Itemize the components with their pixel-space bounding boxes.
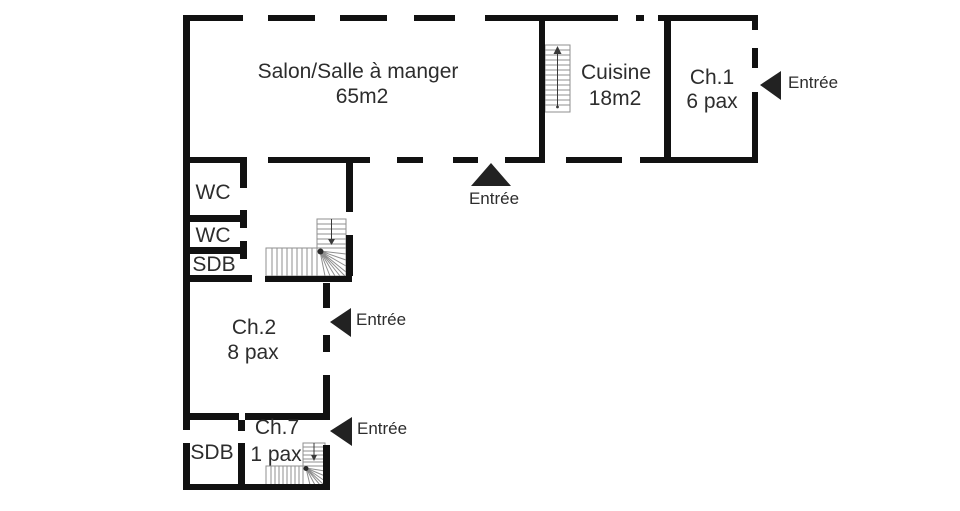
wall-segment bbox=[183, 413, 239, 420]
wall-segment bbox=[323, 445, 330, 487]
wall-segment bbox=[183, 157, 247, 163]
wall-segment bbox=[485, 15, 545, 21]
wall-segment bbox=[183, 443, 190, 490]
room-label-ch7: Ch.7 bbox=[254, 415, 300, 439]
wall-segment bbox=[397, 157, 423, 163]
wall-segment bbox=[636, 15, 644, 21]
room-capacity-ch1: 6 pax bbox=[686, 89, 738, 113]
wall-segment bbox=[240, 241, 247, 259]
wall-segment bbox=[640, 157, 758, 163]
wall-segment bbox=[268, 15, 315, 21]
wall-segment bbox=[238, 420, 245, 431]
entree-arrow-up-icon bbox=[471, 163, 511, 186]
main-staircase-icon bbox=[265, 218, 347, 277]
wall-segment bbox=[183, 275, 252, 282]
wall-segment bbox=[268, 157, 370, 163]
entree-arrow-left-ch1-icon bbox=[760, 71, 781, 100]
wall-segment bbox=[183, 15, 190, 430]
entree-arrow-left-ch2-icon bbox=[330, 308, 351, 337]
wall-segment bbox=[245, 413, 330, 420]
room-label-wc-2: WC bbox=[195, 223, 231, 247]
wall-segment bbox=[183, 247, 247, 254]
wall-segment bbox=[240, 210, 247, 228]
entree-label-ch1: Entrée bbox=[788, 73, 839, 93]
wall-segment bbox=[240, 163, 247, 188]
wall-segment bbox=[323, 283, 330, 308]
room-label-sdb-1: SDB bbox=[192, 252, 236, 276]
wall-segment bbox=[658, 15, 758, 21]
wall-segment bbox=[340, 15, 387, 21]
wall-segment bbox=[752, 92, 758, 163]
wall-segment bbox=[505, 157, 545, 163]
room-capacity-ch7: 1 pax bbox=[250, 442, 302, 466]
room-area-cuisine: 18m2 bbox=[588, 86, 642, 110]
wall-segment bbox=[346, 235, 353, 276]
wall-segment bbox=[752, 15, 758, 30]
wall-segment bbox=[566, 157, 622, 163]
wall-segment bbox=[183, 484, 330, 490]
walls bbox=[183, 15, 758, 490]
wall-segment bbox=[453, 157, 478, 163]
wall-segment bbox=[752, 48, 758, 68]
wall-segment bbox=[323, 335, 330, 352]
room-label-ch2: Ch.2 bbox=[231, 315, 277, 339]
wall-segment bbox=[346, 163, 353, 212]
wall-segment bbox=[543, 15, 618, 21]
wall-segment bbox=[183, 215, 247, 222]
wall-segment bbox=[414, 15, 455, 21]
room-area-salon: 65m2 bbox=[335, 84, 389, 108]
wall-segment bbox=[238, 443, 245, 487]
wall-segment bbox=[539, 15, 545, 161]
wall-segment bbox=[323, 375, 330, 415]
room-label-salon: Salon/Salle à manger bbox=[257, 59, 459, 83]
room-label-cuisine: Cuisine bbox=[580, 60, 652, 84]
wall-segment bbox=[664, 15, 671, 163]
entree-label-ch2: Entrée bbox=[356, 310, 407, 330]
room-label-wc-1: WC bbox=[195, 180, 231, 204]
entree-arrow-left-ch7-icon bbox=[330, 417, 352, 446]
room-label-ch1: Ch.1 bbox=[689, 65, 735, 89]
entree-label-ch7: Entrée bbox=[357, 419, 408, 439]
room-capacity-ch2: 8 pax bbox=[227, 340, 279, 364]
cuisine-staircase-icon bbox=[544, 44, 571, 113]
wall-segment bbox=[183, 15, 243, 21]
entree-label-main: Entrée bbox=[468, 189, 520, 209]
wall-segment bbox=[265, 276, 352, 282]
room-label-sdb-2: SDB bbox=[190, 440, 234, 464]
